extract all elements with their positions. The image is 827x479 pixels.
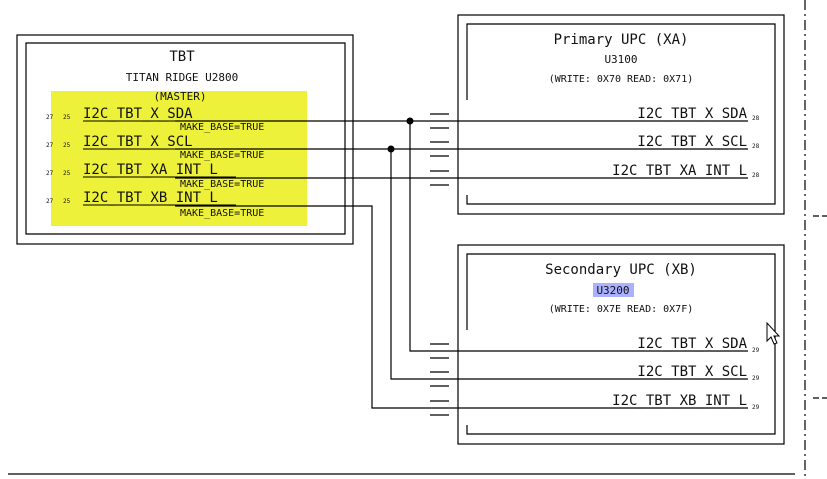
pin-number: 25: [63, 114, 71, 121]
pin-number: 27: [46, 142, 54, 149]
net-label-secondary-xb-int[interactable]: I2C_TBT_XB_INT_L: [612, 393, 747, 409]
primary-inner-frame: [466, 23, 776, 205]
junction-dot: [406, 117, 414, 125]
pin-number: 27: [46, 170, 54, 177]
mouse-cursor-icon: [766, 321, 781, 345]
net-label-secondary-scl[interactable]: I2C_TBT_X_SCL: [637, 364, 747, 380]
page-ref: 28: [752, 143, 760, 150]
pin-number: 27: [46, 198, 54, 205]
wires: [175, 117, 748, 409]
make-base-attr: MAKE_BASE=TRUE: [180, 208, 264, 219]
wire-scl-branch: [390, 149, 748, 380]
pin-number: 25: [63, 198, 71, 205]
make-base-attr: MAKE_BASE=TRUE: [180, 122, 264, 133]
pin-number: 25: [63, 142, 71, 149]
tbt-block[interactable]: TBT TITAN RIDGE U2800 (MASTER) 27 25 I2C…: [16, 34, 354, 245]
ref-selection-highlight: [593, 283, 634, 297]
tbt-highlight: [51, 91, 307, 226]
junction-dot: [387, 145, 395, 153]
secondary-outer-frame: [457, 244, 785, 445]
primary-upc-block[interactable]: Primary UPC (XA) U3100 (WRITE: 0X70 READ…: [457, 14, 785, 215]
net-label-primary-scl[interactable]: I2C_TBT_X_SCL: [637, 134, 747, 150]
connector-symbol: [430, 371, 449, 387]
primary-outer-frame: [457, 14, 785, 215]
make-base-attr: MAKE_BASE=TRUE: [180, 179, 264, 190]
page-ref: 29: [752, 347, 760, 354]
tbt-subtitle: TITAN RIDGE U2800: [126, 71, 239, 84]
page-ref: 29: [752, 375, 760, 382]
secondary-address: (WRITE: 0X7E READ: 0X7F): [549, 304, 694, 315]
net-label-secondary-sda[interactable]: I2C_TBT_X_SDA: [637, 336, 747, 352]
connector-symbol: [430, 343, 449, 359]
secondary-upc-block[interactable]: Secondary UPC (XB) U3200 (WRITE: 0X7E RE…: [457, 244, 785, 445]
net-label-tbt-xb-int-l[interactable]: I2C_TBT_XB_INT_L: [83, 190, 218, 206]
wire-sda-branch: [409, 121, 748, 352]
net-label-tbt-x-sda[interactable]: I2C_TBT_X_SDA: [83, 106, 193, 122]
wire-xb-int: [175, 205, 748, 409]
make-base-attr: MAKE_BASE=TRUE: [180, 150, 264, 161]
pin-number: 27: [46, 114, 54, 121]
tbt-inner-frame: [25, 42, 346, 235]
tbt-role: (MASTER): [154, 90, 207, 103]
page-ref: 29: [752, 404, 760, 411]
pin-number: 25: [63, 170, 71, 177]
primary-ref: U3100: [604, 53, 637, 66]
tbt-outer-frame: [16, 34, 354, 245]
net-label-tbt-x-scl[interactable]: I2C_TBT_X_SCL: [83, 134, 193, 150]
primary-address: (WRITE: 0X70 READ: 0X71): [549, 74, 694, 85]
page-ref: 28: [752, 115, 760, 122]
primary-title: Primary UPC (XA): [554, 32, 689, 48]
connector-symbol: [430, 113, 449, 129]
connector-symbol: [430, 170, 449, 186]
secondary-title: Secondary UPC (XB): [545, 262, 697, 278]
net-label-primary-sda[interactable]: I2C_TBT_X_SDA: [637, 106, 747, 122]
connector-symbols: [430, 113, 449, 416]
connector-symbol: [430, 400, 449, 416]
page-ref: 28: [752, 172, 760, 179]
net-label-primary-xa-int[interactable]: I2C_TBT_XA_INT_L: [612, 163, 747, 179]
net-label-tbt-xa-int-l[interactable]: I2C_TBT_XA_INT_L: [83, 162, 218, 178]
secondary-ref[interactable]: U3200: [596, 284, 629, 297]
connector-symbol: [430, 141, 449, 157]
tbt-title: TBT: [169, 49, 195, 65]
